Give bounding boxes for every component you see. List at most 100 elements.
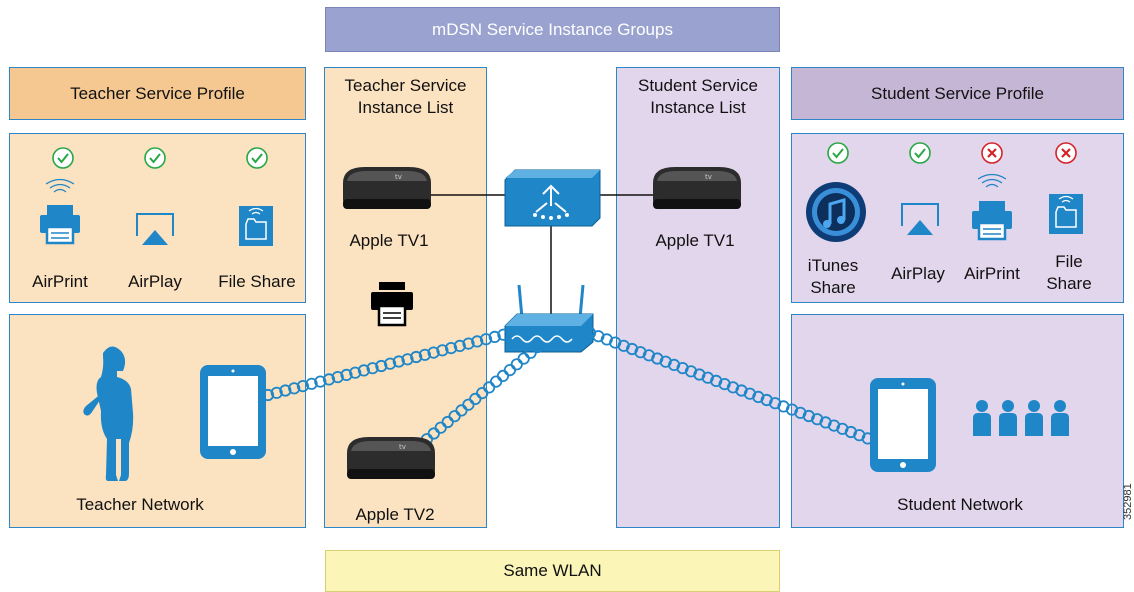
student-person-2-icon	[999, 400, 1017, 436]
wireless-loop	[462, 337, 475, 350]
wireless-loop	[279, 384, 292, 397]
wireless-loop	[349, 366, 362, 379]
footer-label: Same WLAN	[503, 561, 602, 580]
teacher-list-title-line2: Instance List	[357, 98, 454, 117]
student-person-4-icon	[1051, 400, 1069, 436]
teacher-apple-tv2-icon	[347, 437, 435, 479]
teacher-ipad-icon	[200, 365, 266, 459]
student-apple-tv1-label: Apple TV1	[655, 231, 735, 250]
wireless-loop	[471, 335, 484, 348]
wireless-loop	[482, 381, 496, 394]
student-person-3-icon	[1025, 400, 1043, 436]
student-airprint-wifi-icon	[977, 173, 1007, 188]
student-airprint-denied-icon	[980, 141, 1004, 165]
wireless-loop	[357, 364, 370, 377]
teacher-apple-tv2-label: Apple TV2	[355, 505, 435, 524]
teacher-airplay-allowed-icon	[144, 147, 166, 169]
student-service-airprint-label: AirPrint	[964, 264, 1020, 283]
wireless-loop	[517, 352, 530, 365]
student-list-title-line1: Student Service	[637, 76, 758, 95]
wireless-loop	[503, 363, 516, 377]
teacher-service-airplay-label: AirPlay	[128, 272, 182, 291]
teacher-service-fileshare-label: File Share	[218, 272, 296, 291]
student-network-label: Student Network	[897, 495, 1023, 514]
wireless-loop	[488, 330, 501, 343]
teacher-fileshare-allowed-icon	[246, 147, 268, 169]
teacher-apple-tv1-icon	[343, 167, 431, 209]
wireless-loop	[340, 368, 353, 381]
wireless-loop	[469, 392, 482, 405]
wireless-link-teacher-ipad	[261, 328, 510, 402]
wireless-loop	[453, 339, 466, 352]
teacher-person-icon	[83, 346, 134, 481]
student-profile-title: Student Service Profile	[871, 83, 1044, 103]
teacher-service-airprint-label: AirPrint	[32, 272, 88, 291]
student-list-title-line2: Instance List	[650, 98, 746, 117]
wireless-loop	[496, 369, 510, 382]
header-title: mDSN Service Instance Groups	[432, 19, 673, 39]
teacher-list-printer-icon	[371, 282, 413, 327]
student-profile-header: Student Service Profile	[791, 67, 1124, 120]
wireless-loop	[427, 346, 440, 359]
wireless-loop	[410, 350, 423, 364]
header-banner: mDSN Service Instance Groups	[325, 7, 780, 52]
wireless-loop	[322, 373, 336, 386]
student-person-1-icon	[973, 400, 991, 436]
wireless-link-student-ipad	[583, 326, 874, 445]
wireless-loop	[366, 362, 379, 375]
wireless-loop	[479, 333, 493, 346]
teacher-apple-tv1-label: Apple TV1	[349, 231, 429, 250]
access-point-icon	[504, 284, 594, 353]
wireless-loop	[418, 348, 431, 361]
student-airplay-allowed-icon	[909, 142, 931, 164]
teacher-airprint-allowed-icon	[52, 147, 74, 169]
student-ipad-icon	[870, 378, 936, 472]
wireless-loop	[497, 328, 510, 341]
teacher-fileshare-icon	[238, 205, 274, 247]
wireless-loop	[305, 377, 318, 390]
wireless-loop	[427, 427, 440, 440]
wireless-loop	[270, 386, 283, 399]
wireless-loop	[510, 358, 523, 371]
wireless-loop	[476, 386, 489, 400]
wireless-loop	[531, 340, 544, 354]
student-apple-tv1-icon	[653, 167, 741, 209]
wireless-loop	[331, 370, 344, 384]
teacher-network-label: Teacher Network	[76, 495, 204, 514]
teacher-profile-header: Teacher Service Profile	[9, 67, 306, 120]
teacher-airprint-wifi-icon	[45, 178, 75, 193]
figure-number: 352981	[1122, 483, 1134, 520]
wireless-loop	[314, 375, 327, 388]
student-instance-list-panel	[616, 67, 780, 528]
wireless-loop	[489, 375, 503, 388]
wireless-loop	[444, 341, 458, 355]
student-itunes-icon	[806, 182, 866, 242]
wireless-loop	[288, 382, 301, 395]
wireless-loop	[392, 355, 405, 368]
wireless-loop	[455, 404, 468, 417]
teacher-list-title-line1: Teacher Service	[344, 76, 467, 95]
student-airplay-icon	[901, 203, 939, 236]
wireless-loop	[296, 379, 309, 393]
teacher-airprint-icon	[38, 203, 82, 245]
student-fileshare-denied-icon	[1054, 141, 1078, 165]
wireless-loop	[375, 359, 388, 373]
teacher-profile-title: Teacher Service Profile	[70, 83, 245, 103]
student-service-fileshare-label-line1: File	[1055, 252, 1083, 271]
student-service-itunes-label-line2: Share	[810, 278, 856, 297]
student-service-airplay-label: AirPlay	[891, 264, 945, 283]
wireless-loop	[448, 410, 461, 423]
wireless-loop	[401, 353, 414, 366]
teacher-airplay-icon	[136, 213, 174, 246]
student-service-fileshare-label-line2: Share	[1046, 274, 1092, 293]
student-airprint-icon	[970, 199, 1014, 241]
wireless-link-apple-tv2	[413, 340, 544, 452]
student-fileshare-icon	[1048, 193, 1084, 235]
wireless-loop	[441, 415, 454, 429]
wireless-loop	[462, 398, 475, 411]
wireless-loop	[434, 421, 447, 434]
student-service-itunes-label-line1: iTunes	[807, 256, 859, 275]
router-icon	[504, 169, 601, 227]
wireless-loop	[383, 357, 397, 370]
